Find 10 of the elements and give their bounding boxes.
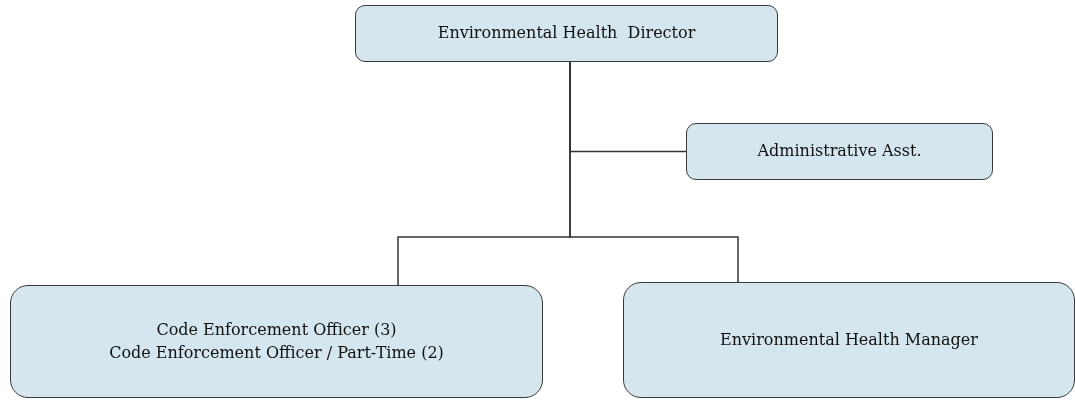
org-chart-box: [623, 282, 1075, 398]
org-chart-box: [686, 123, 993, 180]
role-title: Administrative Asst.: [757, 140, 922, 163]
role-title: Environmental Health Director: [437, 22, 696, 45]
role-title: Code Enforcement Officer / Part-Time (2): [109, 341, 444, 364]
role-title: Code Enforcement Officer (3): [156, 319, 397, 342]
org-chart-box: [355, 5, 778, 62]
connector-line: [569, 61, 739, 283]
role-title: Environmental Health Manager: [720, 328, 978, 351]
org-chart-box: [10, 285, 543, 398]
